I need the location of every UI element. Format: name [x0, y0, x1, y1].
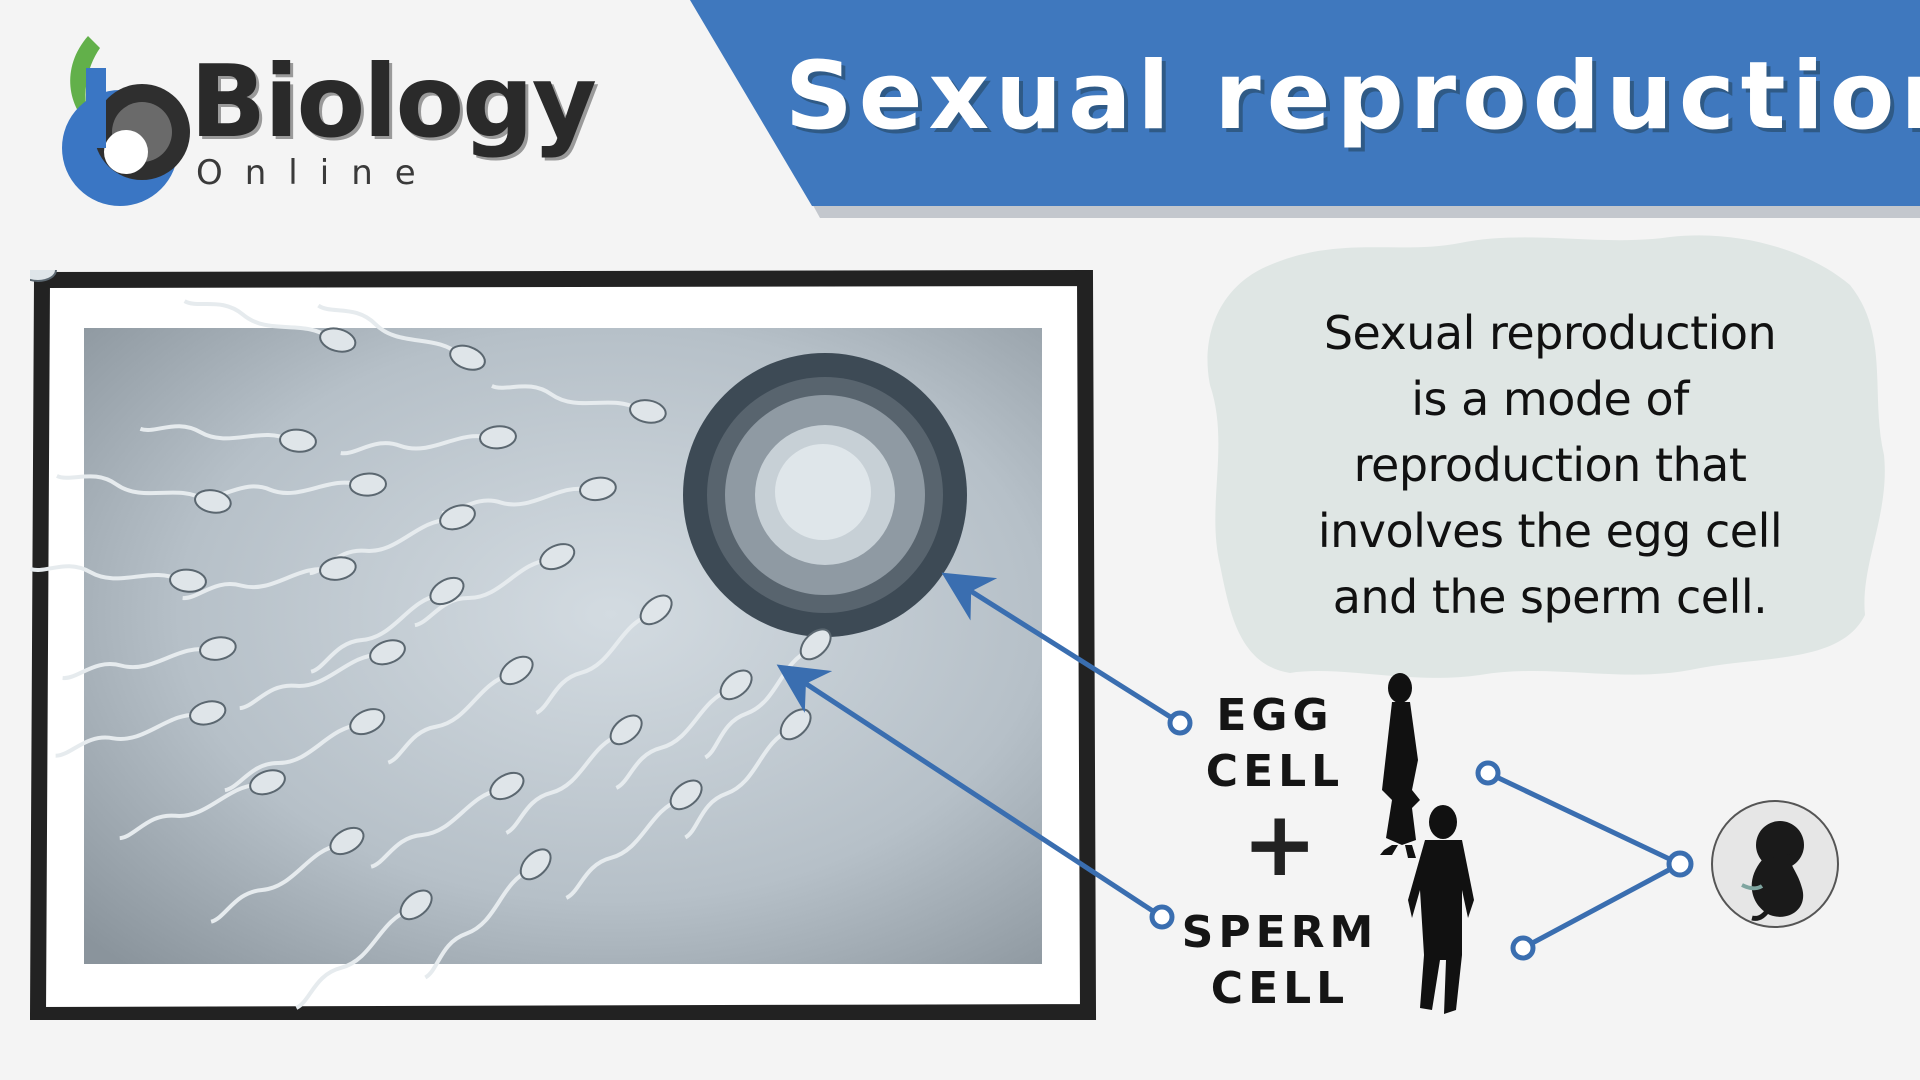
definition-line: and the sperm cell.	[1332, 570, 1768, 624]
sperm-to-embryo-line	[1521, 861, 1682, 951]
logo-wordmark: Biology	[190, 43, 597, 160]
sperm-label-line: SPERM	[1181, 907, 1379, 958]
man-silhouette-icon	[1408, 805, 1474, 1014]
plus-sign: +	[1242, 792, 1318, 897]
definition-line: is a mode of	[1411, 372, 1689, 426]
egg-cell-label: EGG CELL	[1195, 688, 1355, 800]
sperm-connector-dot	[1149, 904, 1175, 930]
egg-label-line: CELL	[1205, 746, 1345, 797]
egg-connector-dot	[1167, 710, 1193, 736]
woman-silhouette-icon	[1380, 673, 1420, 858]
definition-line: reproduction that	[1353, 438, 1747, 492]
biology-online-logo-icon	[62, 36, 190, 206]
definition-text: Sexual reproduction is a mode of reprodu…	[1290, 300, 1810, 630]
logo-subtitle: Online	[196, 153, 438, 193]
definition-line: Sexual reproduction	[1323, 306, 1777, 360]
sperm-cell-label: SPERM CELL	[1180, 905, 1380, 1017]
definition-cloud	[1207, 235, 1885, 678]
page-title: Sexual reproduction	[785, 42, 1920, 151]
egg-label-line: EGG	[1216, 690, 1334, 741]
title-banner	[690, 0, 1920, 218]
egg-cell-icon	[683, 353, 967, 637]
definition-line: involves the egg cell	[1317, 504, 1783, 558]
sperm-cell-icon	[30, 270, 57, 282]
sperm-label-line: CELL	[1210, 963, 1350, 1014]
embryo-icon	[1711, 800, 1839, 928]
egg-to-embryo-line	[1486, 770, 1682, 867]
micrograph-frame	[30, 270, 1097, 1020]
